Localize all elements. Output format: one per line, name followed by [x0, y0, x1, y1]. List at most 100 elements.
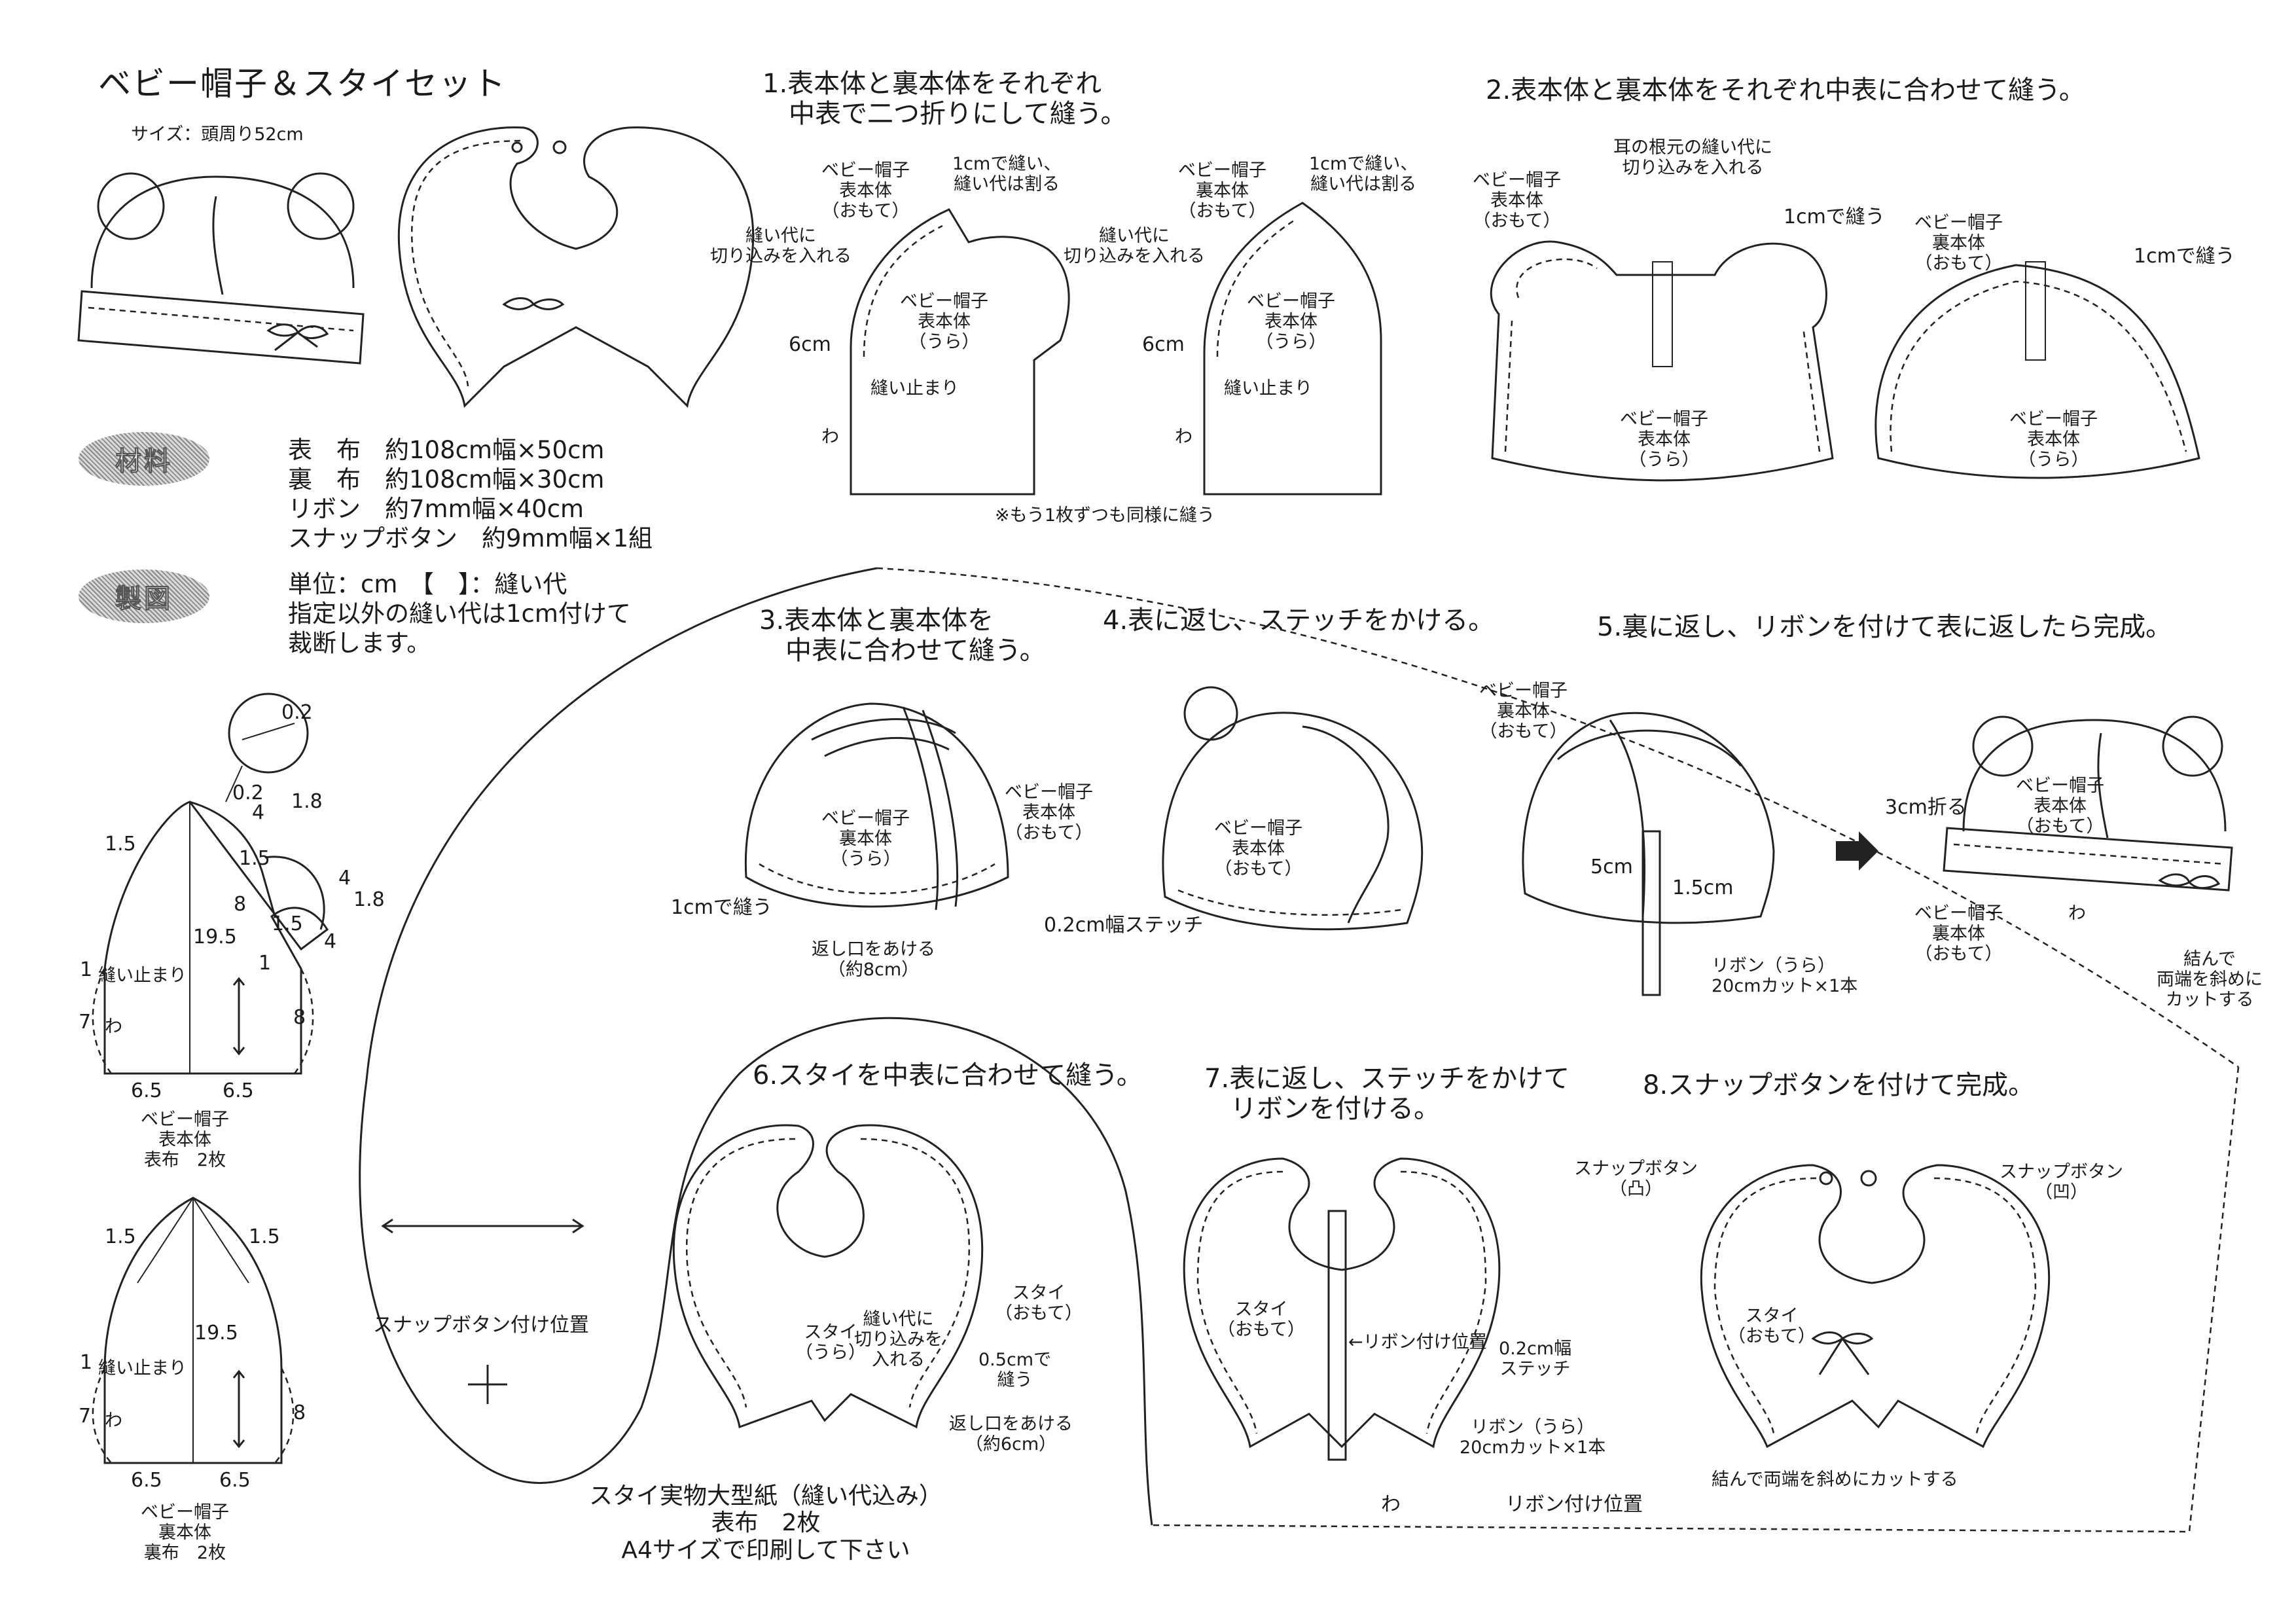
bib-pattern-caption: スタイ実物大型紙（縫い代込み） 表布 2枚 A4サイズで印刷して下さい	[589, 1483, 943, 1564]
step4-hat	[1162, 686, 1424, 931]
step5-heading: 5.裏に返し、リボンを付けて表に返したら完成。	[1597, 612, 2172, 642]
step7-heading: 7.表に返し、ステッチをかけて リボンを付ける。	[1204, 1064, 1570, 1124]
step5-piece-label: ベビー帽子 裏本体 （おもて）	[1479, 681, 1568, 742]
step5-final-inner-label: ベビー帽子 裏本体 （おもて）	[1914, 903, 2003, 965]
step1-right-stop: 縫い止まり	[1224, 378, 1312, 399]
bib-pattern-outline	[359, 567, 2240, 1533]
step5-5cm: 5cm	[1590, 856, 1633, 878]
material-ribbon: リボン 約7mm幅×40cm	[288, 495, 584, 524]
step3-inner-label: ベビー帽子 裏本体 （うら）	[821, 808, 910, 870]
draft-outer-dim-j: 1.5	[272, 912, 303, 935]
step4-stitch-note: 0.2cm幅ステッチ	[1044, 914, 1204, 937]
step6-heading: 6.スタイを中表に合わせて縫う。	[753, 1060, 1143, 1091]
drafting-note: 単位：cm 【 】：縫い代 指定以外の縫い代は1cm付けて 裁断します。	[288, 570, 631, 658]
step8-snap-right: スナップボタン （凹）	[2000, 1162, 2123, 1203]
step1-left-6cm: 6cm	[789, 333, 831, 356]
page-title: ベビー帽子＆スタイセット	[98, 65, 507, 103]
step2-left-inner-label: ベビー帽子 表本体 （うら）	[1620, 409, 1708, 471]
materials-list: 表 布 約108cm幅×50cm 裏 布 約108cm幅×30cm リボン 約7…	[288, 435, 653, 554]
step1-right-seam-note: 1cmで縫い、 縫い代は割る	[1309, 154, 1418, 195]
bib-pattern-fold: わ	[1381, 1493, 1401, 1516]
step3-heading: 3.表本体と裏本体を 中表に合わせて縫う。	[759, 605, 1046, 666]
material-lining-fabric: 裏 布 約108cm幅×30cm	[288, 465, 605, 494]
materials-badge: 材料	[79, 432, 209, 486]
draft-outer-dim-b: 0.2	[232, 782, 264, 804]
draft-inner-dim-d: 1	[80, 1351, 93, 1374]
step2-right-seam: 1cmで縫う	[2134, 245, 2235, 268]
step1-note: ※もう1枚ずつも同様に縫う	[995, 505, 1215, 526]
step1-left-fold: わ	[821, 427, 839, 447]
draft-outer-dim-r: 6.5	[223, 1079, 254, 1102]
draft-outer-dim-c: 4	[252, 801, 265, 824]
step7-stitch-note: 0.2cm幅 ステッチ	[1499, 1339, 1572, 1380]
bib-ribbon-position: リボン付け位置	[1505, 1493, 1643, 1516]
step6-outer-label: スタイ （おもて）	[995, 1283, 1083, 1324]
step2-right-piece-label: ベビー帽子 裏本体 （おもて）	[1914, 213, 2003, 274]
step1-left-clip-note: 縫い代に 切り込みを入れる	[710, 226, 852, 267]
step7-ribbon-position: ←リボン付け位置	[1348, 1332, 1487, 1352]
step5-1-5cm: 1.5cm	[1672, 876, 1734, 899]
draft-outer-dim-m: 19.5	[193, 926, 237, 948]
step8-snap-left: スナップボタン （凸）	[1574, 1159, 1698, 1200]
step1-left-seam-note: 1cmで縫い、 縫い代は割る	[952, 154, 1062, 195]
step1-heading: 1.表本体と裏本体をそれぞれ 中表で二つ折りにして縫う。	[762, 69, 1127, 129]
snap-position-mark	[468, 1365, 507, 1404]
material-snap: スナップボタン 約9mm幅×1組	[288, 524, 653, 553]
material-outer-fabric: 表 布 約108cm幅×50cm	[288, 436, 605, 464]
step7-ribbon-note: リボン（うら） 20cmカット×1本	[1460, 1417, 1606, 1458]
bib-snap-position: スナップボタン付け位置	[373, 1314, 589, 1337]
draft-inner-dim-g: 6.5	[131, 1469, 162, 1492]
overview-hat	[77, 172, 365, 365]
draft-outer-label: ベビー帽子 表本体 表布 2枚	[141, 1110, 229, 1171]
step5-ribbon-note: リボン（うら） 20cmカット×1本	[1712, 956, 1858, 997]
step5-fold-mark: わ	[2068, 903, 2086, 924]
draft-outer-dim-h: 1.8	[353, 888, 385, 911]
step1-right-inner-label: ベビー帽子 表本体 （うら）	[1247, 291, 1335, 353]
step2-left-seam: 1cmで縫う	[1784, 206, 1885, 228]
step8-cut-note: 結んで両端を斜めにカットする	[1712, 1470, 1958, 1490]
size-note: サイズ：頭周り52cm	[131, 124, 304, 145]
step6-bib	[672, 1124, 984, 1429]
step4-heading: 4.表に返し、ステッチをかける。	[1103, 605, 1495, 636]
draft-outer-dim-o: 7	[79, 1011, 92, 1034]
draft-outer-dim-l: 1	[259, 952, 272, 975]
step2-right-inner-label: ベビー帽子 表本体 （うら）	[2009, 409, 2098, 471]
step6-clip-note: 縫い代に 切り込みを 入れる	[854, 1309, 942, 1371]
step1-left-piece	[850, 208, 1070, 496]
step1-right-piece-label: ベビー帽子 裏本体 （おもて）	[1178, 160, 1266, 222]
step3-outer-label: ベビー帽子 表本体 （おもて）	[1005, 782, 1093, 844]
draft-outer-dim-g: 4	[338, 867, 351, 890]
step8-heading: 8.スナップボタンを付けて完成。	[1643, 1070, 2035, 1100]
draft-inner-label: ベビー帽子 裏本体 裏布 2枚	[141, 1502, 229, 1564]
step3-seam: 1cmで縫う	[671, 896, 772, 919]
step3-opening-note: 返し口をあける （約8cm）	[812, 939, 935, 981]
step2-right-piece	[1874, 261, 2200, 479]
draft-inner-stop: 縫い止まり	[98, 1358, 187, 1379]
step1-right-fold: わ	[1175, 427, 1193, 447]
step6-seam-note: 0.5cmで 縫う	[978, 1350, 1052, 1391]
drafting-badge: 製図	[79, 569, 209, 623]
step3-hat	[744, 702, 1009, 911]
overview-bib	[397, 126, 755, 408]
step6-inner-label: スタイ （うら）	[795, 1322, 866, 1363]
step7-piece-label: スタイ （おもて）	[1217, 1299, 1305, 1341]
step1-left-stop: 縫い止まり	[870, 378, 959, 399]
step8-bib	[1700, 1164, 2051, 1449]
draft-outer-body	[92, 693, 329, 1075]
step5-final-hat	[1943, 715, 2233, 892]
step2-heading: 2.表本体と裏本体をそれぞれ中表に合わせて縫う。	[1486, 75, 2085, 105]
draft-outer-dim-n: 1	[80, 958, 93, 981]
draft-outer-dim-a: 0.2	[281, 701, 313, 724]
draft-inner-dim-c: 19.5	[194, 1322, 238, 1344]
draft-inner-dim-a: 1.5	[105, 1225, 136, 1248]
arrow-right-icon	[1836, 831, 1878, 871]
draft-inner-body	[92, 1197, 295, 1464]
step1-left-inner-label: ベビー帽子 表本体 （うら）	[900, 291, 988, 353]
step1-right-clip-note: 縫い代に 切り込みを入れる	[1064, 226, 1205, 267]
double-arrow-icon	[381, 1218, 584, 1234]
step5-cut-note: 結んで 両端を斜めに カットする	[2157, 949, 2263, 1011]
draft-outer-stop: 縫い止まり	[98, 965, 187, 986]
draft-outer-dim-p: 8	[293, 1006, 306, 1029]
draft-outer-dim-d: 1.8	[291, 790, 323, 813]
